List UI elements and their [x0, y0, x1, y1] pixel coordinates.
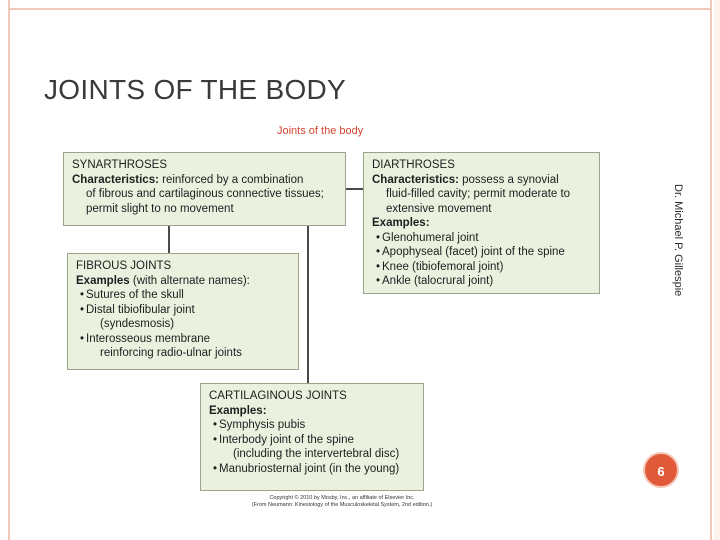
- diarthroses-example: Knee (tibiofemoral joint): [372, 260, 591, 275]
- diarthroses-heading: DIARTHROSES: [372, 159, 455, 171]
- diarthroses-examples-label-text: Examples:: [372, 217, 430, 229]
- diarthroses-example: Apophyseal (facet) joint of the spine: [372, 245, 591, 260]
- side-author-label: Dr. Michael P. Gillespie: [672, 184, 684, 297]
- cartilaginous-examples-label: Examples:: [209, 404, 415, 419]
- copyright-line: Copyright © 2010 by Mosby, Inc., an affi…: [269, 495, 415, 501]
- figure-caption: Joints of the body: [277, 125, 364, 137]
- synarthroses-char-line3: permit slight to no movement: [86, 202, 234, 215]
- diarthroses-char-label: Characteristics:: [372, 173, 459, 186]
- synarthroses-char-line2: of fibrous and cartilaginous connective …: [86, 188, 324, 200]
- fibrous-examples-suffix: (with alternate names):: [129, 274, 250, 287]
- diarthroses-characteristics: Characteristics: possess a synovial: [372, 173, 591, 188]
- diarthroses-char-line1: possess a synovial: [458, 173, 559, 186]
- cartilaginous-joints-box: CARTILAGINOUS JOINTS Examples: Symphysis…: [200, 383, 424, 491]
- slide-frame-right-outer: [714, 0, 720, 540]
- synarthroses-heading: SYNARTHROSES: [72, 159, 168, 171]
- fibrous-joints-box: FIBROUS JOINTS Examples (with alternate …: [67, 253, 299, 370]
- fibrous-example-tibiofibular: Distal tibiofibular joint: [76, 303, 290, 318]
- figure-copyright: Copyright © 2010 by Mosby, Inc., an affi…: [232, 495, 452, 509]
- fibrous-heading: FIBROUS JOINTS: [76, 260, 172, 272]
- synarthroses-box: SYNARTHROSES Characteristics: reinforced…: [63, 152, 346, 226]
- synarthroses-char-line1: reinforced by a combination: [158, 173, 304, 186]
- slide-frame-top: [8, 8, 712, 10]
- cartilaginous-heading: CARTILAGINOUS JOINTS: [209, 390, 347, 402]
- diarthroses-char-line2: fluid-filled cavity; permit moderate to: [386, 188, 571, 200]
- slide-frame-left: [8, 0, 10, 540]
- cartilaginous-examples-label-text: Examples:: [209, 404, 267, 417]
- fibrous-examples-label: Examples (with alternate names):: [76, 274, 290, 289]
- fibrous-example-interosseous: Interosseous membrane: [76, 332, 290, 347]
- fibrous-example-sutures: Sutures of the skull: [76, 288, 290, 303]
- synarthroses-char-label: Characteristics:: [72, 173, 159, 186]
- diarthroses-example: Ankle (talocrural joint): [372, 274, 591, 289]
- fibrous-example-tibiofibular-cont: (syndesmosis): [100, 318, 175, 330]
- cartilaginous-example-interbody-cont: (including the intervertebral disc): [233, 448, 400, 460]
- cartilaginous-example-interbody: Interbody joint of the spine: [209, 433, 415, 448]
- slide-title: JOINTS OF THE BODY: [44, 74, 347, 105]
- slide-frame-right: [710, 0, 712, 540]
- cartilaginous-example-manubriosternal: Manubriosternal joint (in the young): [209, 462, 415, 477]
- page-number-badge: 6: [643, 452, 679, 488]
- connector-synarthroses-fibrous: [168, 226, 170, 253]
- diarthroses-examples-label: Examples:: [372, 216, 591, 231]
- copyright-source-line: (From Neumann: Kinesiology of the Muscul…: [251, 502, 433, 508]
- connector-synarthroses-cartilaginous: [307, 226, 309, 383]
- diarthroses-char-line3: extensive movement: [386, 202, 492, 215]
- synarthroses-characteristics: Characteristics: reinforced by a combina…: [72, 173, 337, 188]
- connector-synarthroses-diarthroses: [346, 188, 363, 190]
- fibrous-example-interosseous-cont: reinforcing radio-ulnar joints: [100, 347, 242, 359]
- diarthroses-box: DIARTHROSES Characteristics: possess a s…: [363, 152, 600, 294]
- fibrous-examples-label-text: Examples: [76, 274, 130, 287]
- diarthroses-example: Glenohumeral joint: [372, 231, 591, 246]
- cartilaginous-example-symphysis: Symphysis pubis: [209, 418, 415, 433]
